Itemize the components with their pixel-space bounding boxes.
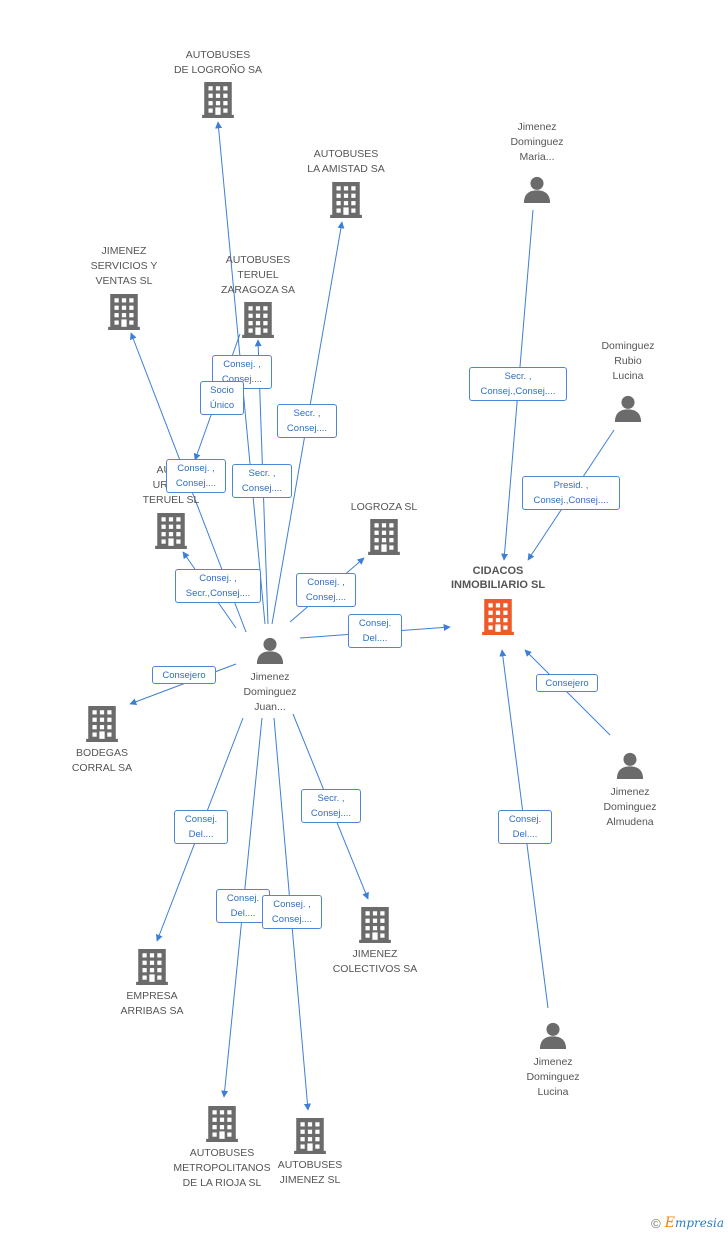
edge-label-juan-to-colectivos[interactable]: Secr. , Consej....: [301, 789, 361, 823]
building-icon-colectivos[interactable]: [359, 907, 391, 943]
edge-almudena-to-cidacos: [524, 649, 611, 736]
edge-label-lucina-to-cidacos[interactable]: Consej. Del....: [498, 810, 552, 844]
edge-label-almudena-to-cidacos[interactable]: Consejero: [536, 674, 598, 692]
node-label-arribas[interactable]: EMPRESA ARRIBAS SA: [120, 990, 184, 1017]
node-label-logrono[interactable]: AUTOBUSES DE LOGROÑO SA: [173, 49, 263, 76]
edge-label-juan-to-bodegas[interactable]: Consejero: [152, 666, 216, 684]
edge-label-juan-to-metropolitanos[interactable]: Consej. Del....: [216, 889, 270, 923]
building-icon-arribas[interactable]: [136, 949, 168, 985]
person-icon-maria[interactable]: [523, 176, 551, 203]
node-label-maria[interactable]: Jimenez Dominguez Maria...: [510, 121, 564, 163]
node-label-amistad[interactable]: AUTOBUSES LA AMISTAD SA: [307, 148, 385, 175]
edge-label-juan-to-amistad[interactable]: Secr. , Consej....: [277, 404, 337, 438]
node-label-logroza[interactable]: LOGROZA SL: [350, 501, 418, 513]
edge-label-juan-to-jsv[interactable]: Consej. , Consej....: [166, 459, 226, 493]
building-icon-bodegas[interactable]: [86, 706, 118, 742]
node-label-rubio[interactable]: Dominguez Rubio Lucina: [601, 340, 655, 382]
person-icon-rubio[interactable]: [614, 395, 642, 422]
node-label-lucina[interactable]: Jimenez Dominguez Lucina: [526, 1056, 580, 1098]
person-icon-almudena[interactable]: [616, 752, 644, 779]
node-label-cidacos[interactable]: CIDACOS INMOBILIARIO SL: [450, 565, 546, 591]
edge-juan-to-bodegas: [129, 663, 237, 706]
building-icon-amistad[interactable]: [330, 182, 362, 218]
building-icon-teruel_zgz[interactable]: [242, 302, 274, 338]
node-label-almudena[interactable]: Jimenez Dominguez Almudena: [603, 786, 657, 828]
node-label-juan[interactable]: Jimenez Dominguez Juan...: [243, 671, 297, 713]
edge-label-juan-to-arribas[interactable]: Consej. Del....: [174, 810, 228, 844]
node-label-bodegas[interactable]: BODEGAS CORRAL SA: [71, 747, 133, 774]
building-icon-logroza[interactable]: [368, 519, 400, 555]
edge-label-rubio-to-cidacos[interactable]: Presid. , Consej.,Consej....: [522, 476, 620, 510]
node-label-colectivos[interactable]: JIMENEZ COLECTIVOS SA: [332, 948, 418, 975]
building-icon-urbanos_teruel[interactable]: [155, 513, 187, 549]
brand-watermark: © Empresia: [651, 1215, 724, 1231]
edge-label-juan-to-urbanos_teruel[interactable]: Consej. , Secr.,Consej....: [175, 569, 261, 603]
edge-label-juan-to-bus_jimenez[interactable]: Consej. , Consej....: [262, 895, 322, 929]
edge-label-juan-to-teruel_zgz[interactable]: Secr. , Consej....: [232, 464, 292, 498]
node-label-jsv[interactable]: JIMENEZ SERVICIOS Y VENTAS SL: [90, 245, 158, 287]
edge-label-juan-to-cidacos[interactable]: Consej. Del....: [348, 614, 402, 648]
building-icon-cidacos[interactable]: [482, 599, 514, 635]
copyright-symbol: ©: [651, 1215, 661, 1231]
person-icon-lucina[interactable]: [539, 1022, 567, 1049]
empresia-logo: Empresia: [664, 1215, 724, 1231]
edge-label-teruel_zgz-to-jsv[interactable]: Socio Único: [200, 381, 244, 415]
person-icon-juan[interactable]: [256, 637, 284, 664]
node-label-teruel_zgz[interactable]: AUTOBUSES TERUEL ZARAGOZA SA: [220, 254, 296, 296]
node-label-bus_jimenez[interactable]: AUTOBUSES JIMENEZ SL: [277, 1159, 343, 1186]
building-icon-logrono[interactable]: [202, 82, 234, 118]
building-icon-bus_jimenez[interactable]: [294, 1118, 326, 1154]
building-icon-metropolitanos[interactable]: [206, 1106, 238, 1142]
edge-label-maria-to-cidacos[interactable]: Secr. , Consej.,Consej....: [469, 367, 567, 401]
building-icon-jsv[interactable]: [108, 294, 140, 330]
node-label-metropolitanos[interactable]: AUTOBUSES METROPOLITANOS DE LA RIOJA SL: [173, 1147, 271, 1189]
edge-label-juan-to-logroza[interactable]: Consej. , Consej....: [296, 573, 356, 607]
